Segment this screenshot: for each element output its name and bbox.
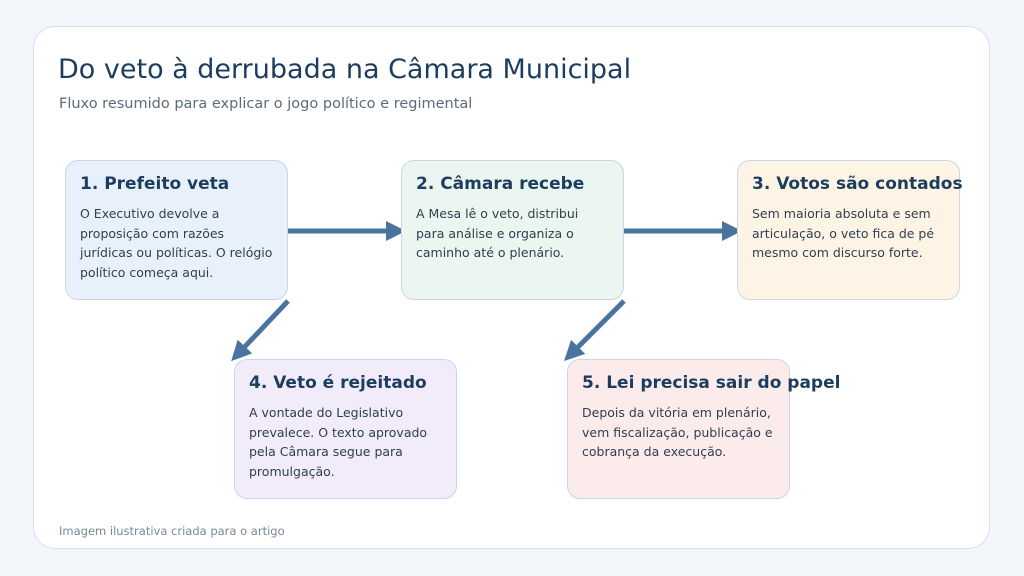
step-title: 5. Lei precisa sair do papel xyxy=(582,373,841,393)
page-title: Do veto à derrubada na Câmara Municipal xyxy=(58,54,632,85)
step-box-votos-contados: 3. Votos são contados Sem maioria absolu… xyxy=(737,160,963,300)
step-box-camara-recebe: 2. Câmara recebe A Mesa lê o veto, distr… xyxy=(401,160,624,300)
step-title: 4. Veto é rejeitado xyxy=(249,373,427,393)
page-subtitle: Fluxo resumido para explicar o jogo polí… xyxy=(59,96,473,112)
step-box-lei-sair-do-papel: 5. Lei precisa sair do papel Depois da v… xyxy=(567,359,841,499)
step-title: 2. Câmara recebe xyxy=(416,174,585,194)
step-title: 3. Votos são contados xyxy=(752,174,963,194)
step-box-veto-rejeitado: 4. Veto é rejeitado A vontade do Legisla… xyxy=(234,359,457,499)
step-text: Depois da vitória em plenário, vem fisca… xyxy=(582,405,773,459)
step-text: A vontade do Legislativo prevalece. O te… xyxy=(249,405,428,479)
step-text: O Executivo devolve a proposição com raz… xyxy=(80,206,273,280)
step-title: 1. Prefeito veta xyxy=(80,174,230,194)
image-caption: Imagem ilustrativa criada para o artigo xyxy=(59,524,285,538)
step-box-prefeito-veta: 1. Prefeito veta O Executivo devolve a p… xyxy=(65,160,288,300)
step-text: Sem maioria absoluta e sem articulação, … xyxy=(752,206,935,260)
step-text: A Mesa lê o veto, distribui para análise… xyxy=(416,206,579,260)
